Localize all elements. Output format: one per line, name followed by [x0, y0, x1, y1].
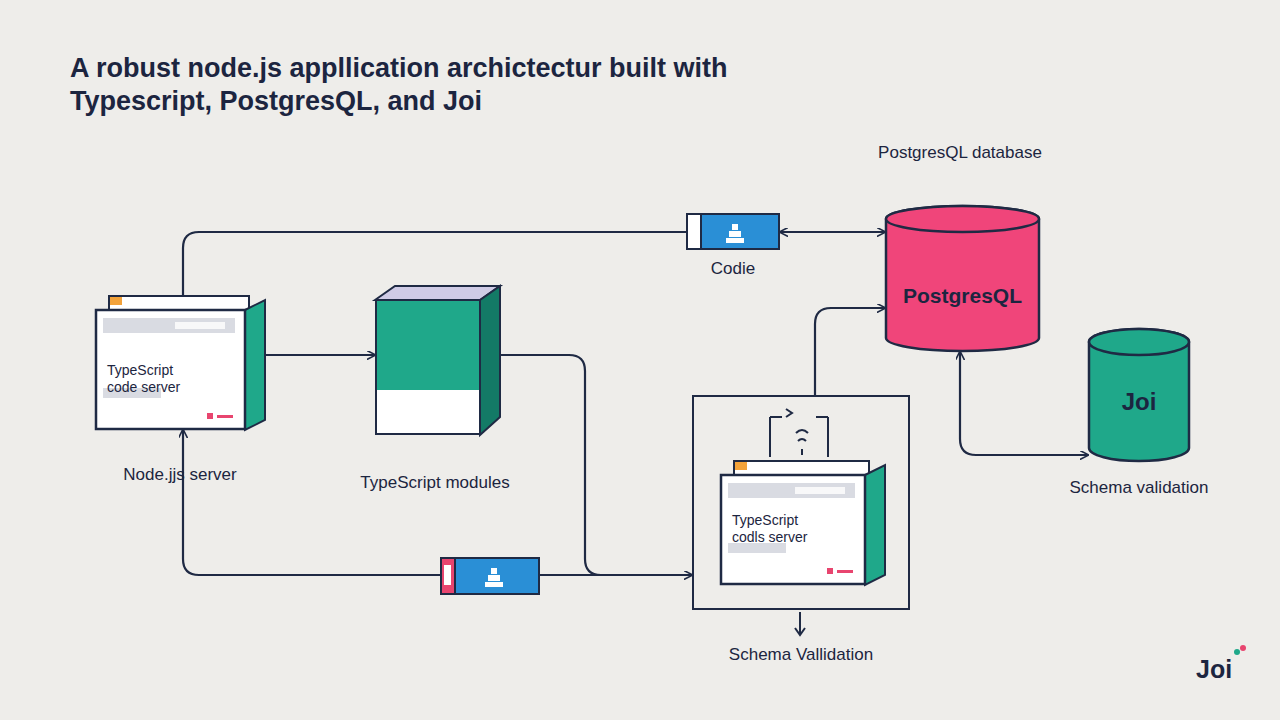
node-label: Node.jjs server	[60, 465, 300, 485]
connector-line	[960, 352, 1088, 455]
connector-line	[500, 355, 692, 575]
server-window: TypeScript code serverNode.jjs server	[95, 295, 265, 430]
module-cube-outline	[375, 285, 500, 435]
code-token-outline	[686, 213, 780, 250]
node-label: TypeScript codls server	[732, 512, 832, 546]
database-cylinder-outline	[885, 205, 1040, 352]
inner-server-window: TypeScript codls server	[720, 460, 885, 585]
module-cube: TypeScript modules	[375, 285, 500, 435]
node-label: Joi	[1088, 388, 1190, 417]
node-label: TypeScript code server	[107, 362, 207, 396]
code-token: Codie	[686, 213, 780, 250]
node-label: Schema Vallidation	[651, 645, 951, 665]
validation-cylinder: JoiSchema validation	[1088, 328, 1190, 462]
node-label: PostgresQL database	[860, 143, 1060, 163]
node-label: Schema validation	[1048, 478, 1230, 498]
diagram-title: A robust node.js appllication archictect…	[70, 52, 870, 118]
node-label: Codie	[666, 259, 800, 279]
down-arrow	[790, 610, 810, 640]
connector-line	[265, 354, 375, 356]
connector-line	[780, 231, 885, 233]
logo-dots	[1232, 642, 1252, 662]
connector-line	[183, 430, 692, 575]
validation-frame: Schema VallidationTypeScript codls serve…	[692, 395, 910, 610]
database-cylinder: PostgresQL databasePostgresQL	[885, 205, 1040, 352]
logo-text: Joi	[1196, 654, 1232, 684]
node-label: TypeScript modules	[335, 473, 535, 493]
connector-line	[815, 308, 885, 395]
data-token	[440, 557, 540, 595]
node-label: PostgresQL	[885, 283, 1040, 308]
